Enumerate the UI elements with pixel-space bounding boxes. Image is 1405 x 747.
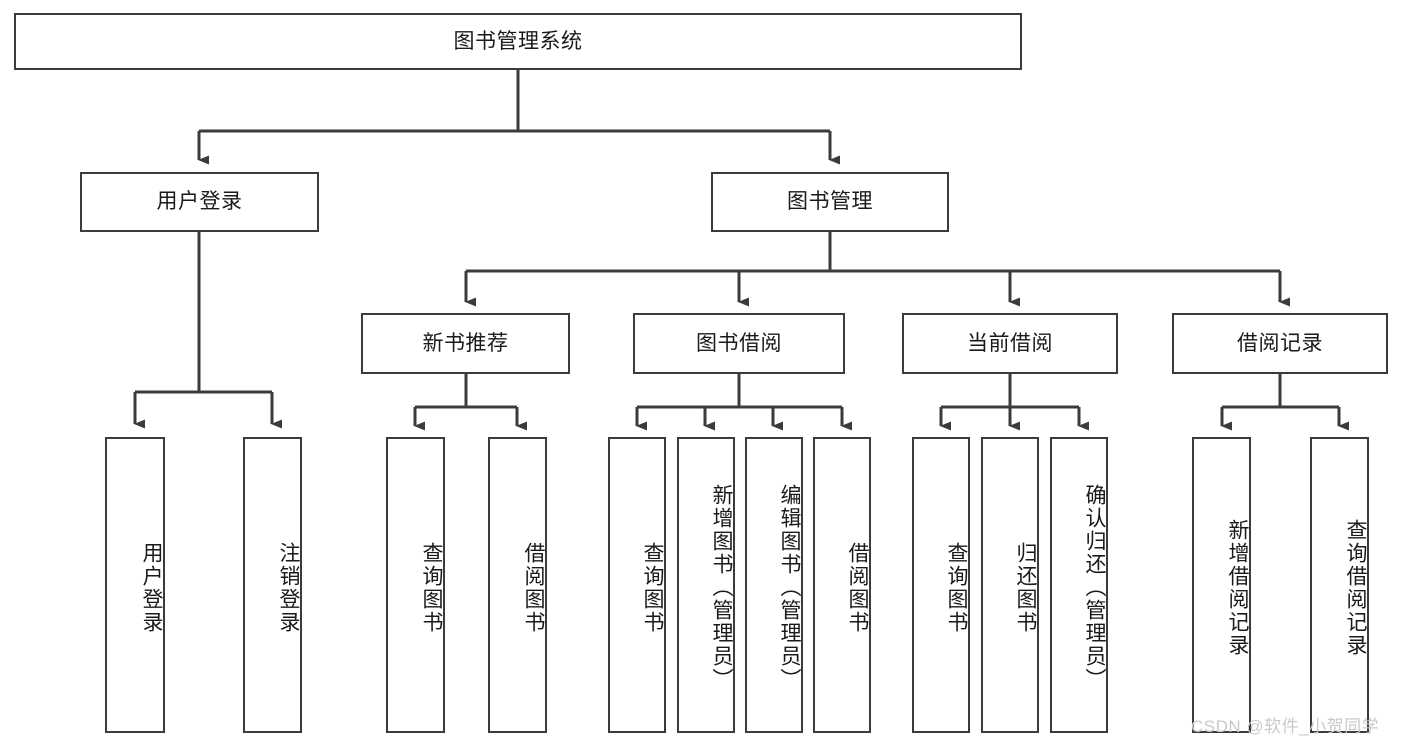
node-book-borrow[interactable]: 图书借阅 (633, 313, 845, 374)
leaf-borrow-book[interactable]: 借阅图书 (813, 437, 871, 733)
leaf-user-login[interactable]: 用户登录 (105, 437, 165, 733)
node-label: 当前借阅 (967, 331, 1053, 355)
node-label: 借阅图书 (522, 542, 545, 634)
node-label: 新增借阅记录 (1226, 519, 1249, 657)
node-book-management[interactable]: 图书管理 (711, 172, 949, 232)
node-label: 新书推荐 (422, 331, 509, 355)
leaf-add-book-admin[interactable]: 新增图书（管理员） (677, 437, 735, 733)
leaf-return-book[interactable]: 归还图书 (981, 437, 1039, 733)
node-label: 借阅图书 (846, 542, 869, 634)
node-root-system[interactable]: 图书管理系统 (14, 13, 1022, 70)
node-label: 查询借阅记录 (1344, 519, 1367, 657)
leaf-edit-book-admin[interactable]: 编辑图书（管理员） (745, 437, 803, 733)
node-label: 查询图书 (641, 542, 664, 634)
node-label: 用户登录 (140, 542, 163, 634)
node-label: 图书管理 (787, 190, 873, 214)
leaf-query-book-borrow[interactable]: 查询图书 (608, 437, 666, 733)
node-label: 归还图书 (1014, 542, 1037, 634)
node-current-borrow[interactable]: 当前借阅 (902, 313, 1118, 374)
node-label: 图书管理系统 (453, 29, 583, 53)
node-new-book-recommend[interactable]: 新书推荐 (361, 313, 570, 374)
node-label: 查询图书 (945, 542, 968, 634)
node-label: 图书借阅 (696, 331, 782, 355)
leaf-confirm-return-admin[interactable]: 确认归还（管理员） (1050, 437, 1108, 733)
node-user-login[interactable]: 用户登录 (80, 172, 319, 232)
leaf-query-book-current[interactable]: 查询图书 (912, 437, 970, 733)
node-label: 新增图书（管理员） (710, 483, 733, 691)
leaf-query-borrow-record[interactable]: 查询借阅记录 (1310, 437, 1369, 733)
node-label: 注销登录 (277, 542, 300, 634)
leaf-borrow-book-recommend[interactable]: 借阅图书 (488, 437, 547, 733)
node-label: 查询图书 (420, 542, 443, 634)
leaf-user-logout[interactable]: 注销登录 (243, 437, 302, 733)
node-label: 编辑图书（管理员） (778, 483, 801, 691)
node-label: 用户登录 (156, 190, 243, 214)
node-label: 借阅记录 (1237, 331, 1323, 355)
node-label: 确认归还（管理员） (1083, 483, 1106, 691)
leaf-add-borrow-record[interactable]: 新增借阅记录 (1192, 437, 1251, 733)
leaf-query-book-recommend[interactable]: 查询图书 (386, 437, 445, 733)
node-borrow-record[interactable]: 借阅记录 (1172, 313, 1388, 374)
